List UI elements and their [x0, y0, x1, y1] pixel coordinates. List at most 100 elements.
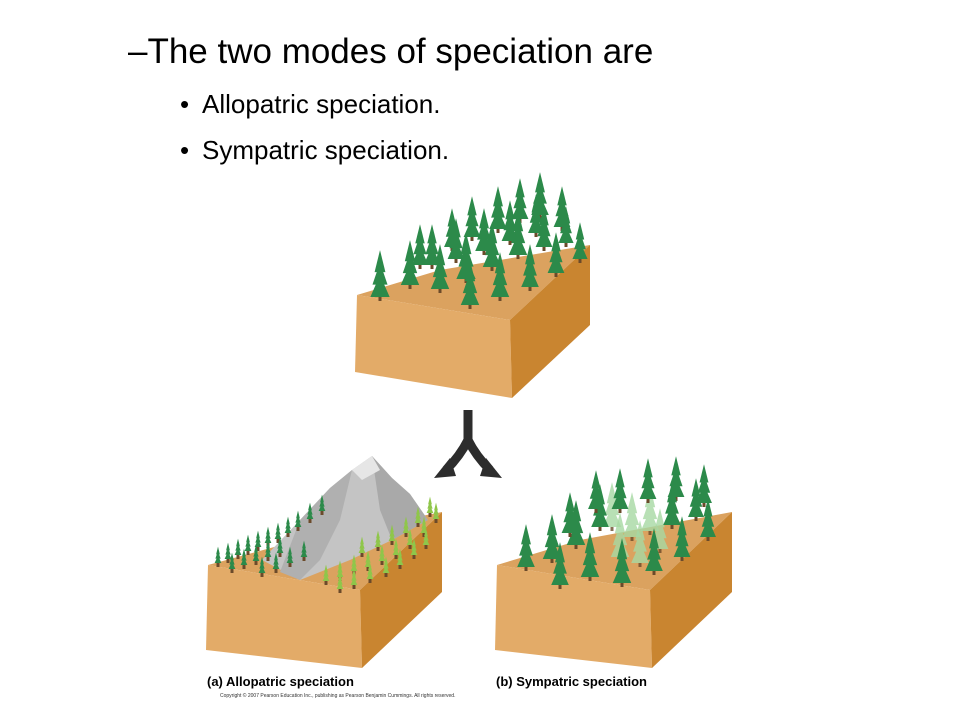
conifer-tree [228, 552, 236, 573]
conifer-tree [396, 548, 404, 569]
conifer-tree [234, 538, 242, 559]
conifer-tree [322, 564, 330, 585]
conifer-tree [264, 526, 272, 547]
light-tree-population [322, 496, 440, 593]
block-front-face [206, 565, 362, 668]
conifer-tree [224, 542, 232, 563]
forest-trees [517, 456, 716, 589]
bullet-sympatric: • Sympatric speciation. [180, 134, 449, 166]
conifer-tree [460, 260, 480, 309]
conifer-tree [382, 556, 390, 577]
block-front-face [355, 295, 512, 398]
conifer-tree [580, 532, 600, 581]
conifer-tree [411, 224, 429, 269]
bullet-dot: • [180, 89, 190, 119]
conifer-tree [336, 572, 344, 593]
conifer-tree [521, 244, 539, 291]
conifer-tree [406, 528, 414, 549]
conifer-tree [254, 530, 262, 551]
caption-sympatric: (b) Sympatric speciation [496, 674, 647, 689]
conifer-tree [501, 200, 519, 245]
conifer-tree [645, 528, 663, 575]
bullet-allopatric: • Allopatric speciation. [180, 88, 440, 120]
conifer-tree [572, 222, 588, 263]
conifer-tree [508, 210, 528, 259]
allopatric-block [206, 456, 442, 668]
bullet-text: Allopatric speciation. [202, 89, 441, 119]
conifer-tree [700, 498, 716, 541]
copyright-notice: Copyright © 2007 Pearson Education Inc.,… [220, 693, 456, 699]
conifer-tree [528, 194, 544, 237]
conifer-tree [588, 470, 604, 513]
conifer-tree [358, 536, 366, 557]
conifer-tree [284, 516, 292, 537]
conifer-tree [300, 540, 308, 561]
conifer-tree [370, 250, 390, 301]
conifer-tree [432, 502, 440, 523]
conifer-tree [447, 218, 465, 263]
arrow-right-head [480, 458, 502, 478]
conifer-tree [551, 542, 569, 589]
conifer-tree [414, 506, 422, 527]
conifer-tree [475, 208, 493, 255]
conifer-tree [622, 492, 642, 541]
conifer-tree [688, 478, 704, 521]
conifer-tree [611, 468, 629, 513]
conifer-tree [366, 562, 374, 583]
conifer-tree [374, 530, 382, 551]
conifer-tree [547, 232, 565, 277]
mountain-snow [352, 456, 380, 480]
conifer-tree [489, 186, 507, 233]
caption-allopatric: (a) Allopatric speciation [207, 674, 354, 689]
conifer-tree [517, 524, 535, 571]
conifer-tree [463, 196, 481, 241]
conifer-tree [430, 244, 450, 293]
split-arrow [434, 410, 502, 478]
block-side-face [360, 512, 442, 668]
conifer-tree [350, 568, 358, 589]
bullet-text: Sympatric speciation. [202, 135, 450, 165]
conifer-tree [240, 548, 248, 569]
conifer-tree [490, 252, 510, 301]
conifer-tree [558, 206, 574, 247]
conifer-tree [400, 240, 420, 289]
conifer-tree [272, 552, 280, 573]
conifer-tree [286, 546, 294, 567]
conifer-tree [258, 556, 266, 577]
bullet-dot: • [180, 135, 190, 165]
conifer-tree [639, 458, 657, 503]
conifer-tree [542, 514, 562, 563]
conifer-tree [612, 538, 632, 587]
conifer-tree [422, 528, 430, 549]
conifer-tree [214, 546, 222, 567]
conifer-tree [402, 516, 410, 537]
forest-trees [370, 172, 588, 309]
conifer-tree [244, 534, 252, 555]
mountain-ridge [280, 470, 352, 580]
block-side-face [650, 512, 732, 668]
block-side-face [510, 245, 590, 398]
ancestral-population-block [355, 172, 590, 398]
conifer-tree [294, 510, 302, 531]
conifer-tree [318, 494, 326, 515]
arrow-left-head [434, 458, 456, 478]
conifer-tree [673, 516, 691, 561]
new-species-trees [602, 482, 669, 567]
conifer-tree [631, 520, 649, 567]
sympatric-block [495, 456, 732, 668]
conifer-tree [388, 524, 396, 545]
conifer-tree [426, 496, 434, 517]
conifer-tree [274, 522, 282, 543]
conifer-tree [410, 538, 418, 559]
block-front-face [495, 565, 652, 668]
mountain-shadow [372, 456, 428, 540]
conifer-tree [252, 544, 260, 565]
conifer-tree [306, 502, 314, 523]
conifer-tree [378, 544, 386, 565]
conifer-tree [264, 540, 272, 561]
slide-heading: –The two modes of speciation are [128, 32, 654, 71]
dark-tree-population [214, 494, 326, 577]
conifer-tree [663, 482, 681, 529]
conifer-tree [511, 178, 529, 223]
conifer-tree [392, 538, 400, 559]
